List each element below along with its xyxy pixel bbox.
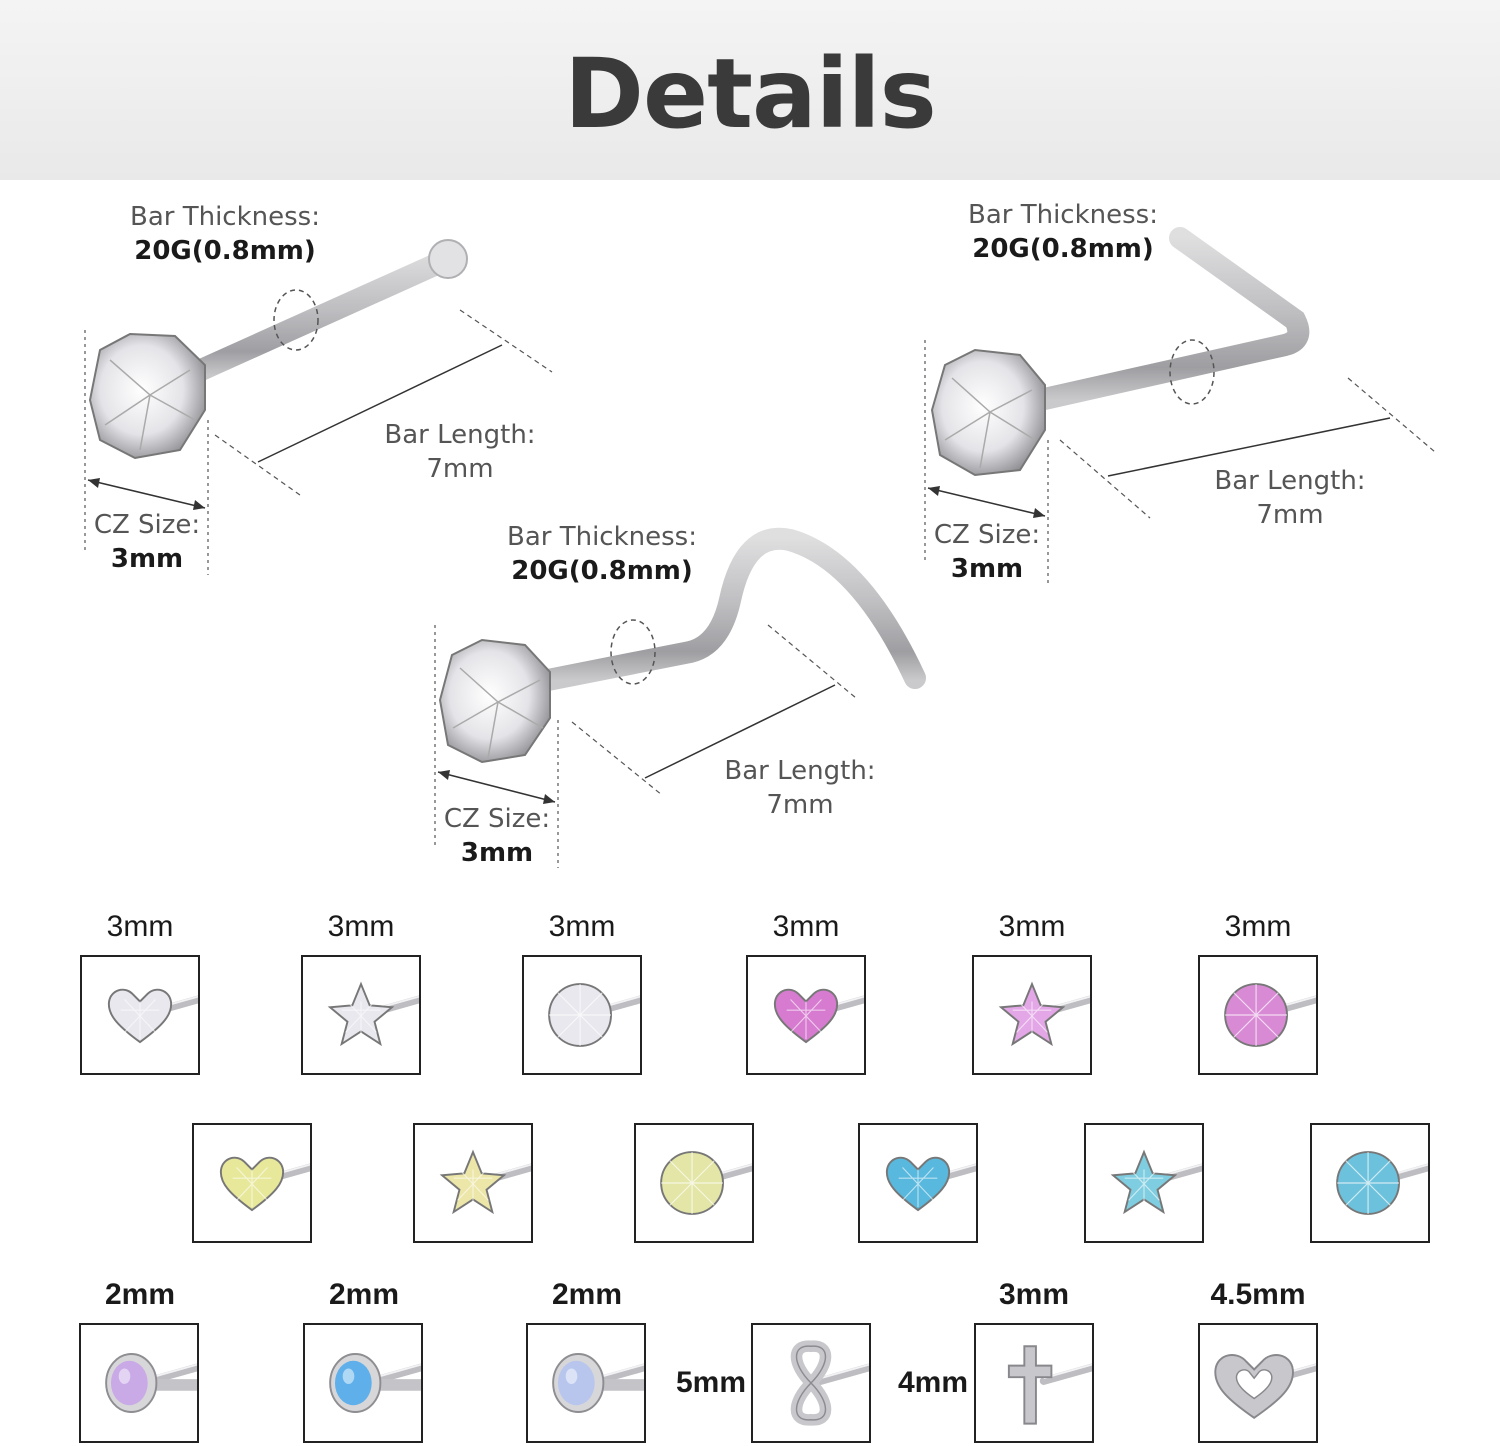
stud1-thickness-value: 20G(0.8mm) <box>134 236 316 266</box>
stud3-thickness-label: Bar Thickness: <box>507 522 697 552</box>
opal-stud-icon <box>552 1353 648 1413</box>
row1-size-6: 3mm <box>1224 910 1292 943</box>
style-thumb-row3-5[interactable] <box>974 1323 1096 1443</box>
row3-size-6: 4.5mm <box>1210 1278 1306 1311</box>
stud1-length: Bar Length: 7mm <box>360 418 560 486</box>
row1-size-2: 3mm <box>327 910 395 943</box>
heart-outline-stud-icon <box>1214 1354 1320 1419</box>
stud2-length: Bar Length: 7mm <box>1190 464 1390 532</box>
row1-size-4: 3mm <box>772 910 840 943</box>
stud2-thickness-label: Bar Thickness: <box>968 200 1158 230</box>
heart-stud-icon <box>774 988 868 1044</box>
heart-stud-icon <box>886 1156 980 1212</box>
stud1-cz-label: CZ Size: <box>93 510 201 540</box>
stud3-length: Bar Length: 7mm <box>700 754 900 822</box>
style-thumb-row1-3[interactable] <box>522 955 644 1075</box>
screw-stud <box>434 527 926 868</box>
style-thumb-row1-2[interactable] <box>301 955 423 1075</box>
stud1-cz: CZ Size: 3mm <box>82 508 212 576</box>
opal-stud-icon <box>329 1353 425 1413</box>
style-thumb-row2-5[interactable] <box>1084 1123 1206 1243</box>
stud2-thickness: Bar Thickness: 20G(0.8mm) <box>948 198 1178 266</box>
round-stud-icon <box>660 1151 756 1215</box>
style-thumb-row3-4[interactable] <box>751 1323 873 1443</box>
round-stud-icon <box>1224 983 1320 1047</box>
row1-size-3: 3mm <box>548 910 616 943</box>
style-thumb-row1-1[interactable] <box>80 955 202 1075</box>
cross-stud-icon <box>1007 1345 1096 1425</box>
row3-size-2: 2mm <box>328 1278 400 1311</box>
style-thumb-row2-3[interactable] <box>634 1123 756 1243</box>
style-thumb-row3-3[interactable] <box>526 1323 648 1443</box>
style-thumb-row2-1[interactable] <box>192 1123 314 1243</box>
star-stud-icon <box>327 981 423 1047</box>
row3-size-1: 2mm <box>104 1278 176 1311</box>
heart-stud-icon <box>108 988 202 1044</box>
stud3-thickness-value: 20G(0.8mm) <box>511 556 693 586</box>
straight-stud <box>84 239 553 575</box>
style-thumb-row3-6[interactable] <box>1198 1323 1320 1443</box>
stud3-length-value: 7mm <box>766 790 834 820</box>
stud2-length-value: 7mm <box>1256 500 1324 530</box>
style-thumb-row2-6[interactable] <box>1310 1123 1432 1243</box>
style-thumb-row1-6[interactable] <box>1198 955 1320 1075</box>
stud1-thickness-label: Bar Thickness: <box>130 202 320 232</box>
stud2-cz-label: CZ Size: <box>933 520 1041 550</box>
infinity-stud-icon <box>790 1340 873 1426</box>
stud-illustrations <box>84 227 1436 868</box>
style-thumb-row3-2[interactable] <box>303 1323 425 1443</box>
row3-side-size-5: 4mm <box>898 1366 969 1399</box>
opal-stud-icon <box>105 1353 201 1413</box>
stud2-cz: CZ Size: 3mm <box>922 518 1052 586</box>
style-thumb-row1-5[interactable] <box>972 955 1094 1075</box>
header-banner: Details <box>0 0 1500 180</box>
style-thumb-row3-1[interactable] <box>79 1323 201 1443</box>
style-thumb-row2-2[interactable] <box>413 1123 535 1243</box>
stud3-cz-label: CZ Size: <box>443 804 551 834</box>
stud1-thickness: Bar Thickness: 20G(0.8mm) <box>110 200 340 268</box>
round-stud-icon <box>1336 1151 1432 1215</box>
page-title: Details <box>564 38 936 150</box>
round-stud-icon <box>548 983 644 1047</box>
stud2-cz-value: 3mm <box>950 554 1024 584</box>
row3-size-3: 2mm <box>551 1278 623 1311</box>
star-stud-icon <box>998 981 1094 1047</box>
stud2-length-label: Bar Length: <box>1214 466 1366 496</box>
stud3-cz-value: 3mm <box>460 838 534 868</box>
style-thumb-row1-4[interactable] <box>746 955 868 1075</box>
star-stud-icon <box>439 1149 535 1215</box>
row3-side-size-4: 5mm <box>676 1366 747 1399</box>
star-stud-icon <box>1110 1149 1206 1215</box>
heart-stud-icon <box>220 1156 314 1212</box>
stud1-length-value: 7mm <box>426 454 494 484</box>
stud1-length-label: Bar Length: <box>384 420 536 450</box>
row1-size-1: 3mm <box>106 910 174 943</box>
stud3-length-label: Bar Length: <box>724 756 876 786</box>
stud2-thickness-value: 20G(0.8mm) <box>972 234 1154 264</box>
l-shape-stud <box>924 227 1436 585</box>
stud3-cz: CZ Size: 3mm <box>432 802 562 870</box>
stud1-cz-value: 3mm <box>110 544 184 574</box>
row3-size-5: 3mm <box>998 1278 1070 1311</box>
style-thumb-row2-4[interactable] <box>858 1123 980 1243</box>
row1-size-5: 3mm <box>998 910 1066 943</box>
stud3-thickness: Bar Thickness: 20G(0.8mm) <box>487 520 717 588</box>
